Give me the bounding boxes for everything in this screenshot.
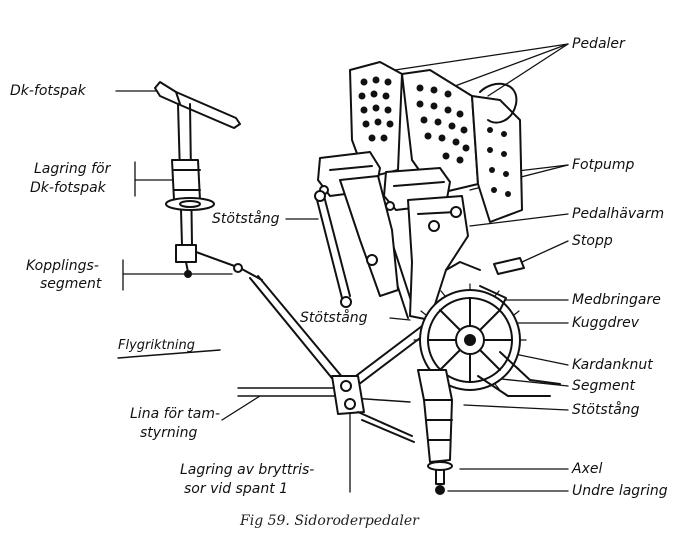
- label-pedaler: Pedaler: [572, 36, 625, 52]
- label-stotstang-upper: Stötstång: [212, 211, 280, 227]
- label-fotpump: Fotpump: [572, 157, 635, 173]
- figure-caption: Fig 59. Sidoroderpedaler: [240, 513, 419, 529]
- dk-fotspak-lever: [154, 81, 241, 278]
- label-lina-1: Lina för tam-: [130, 406, 221, 422]
- label-kuggdrev: Kuggdrev: [572, 315, 639, 331]
- label-segment: Segment: [572, 378, 635, 394]
- label-lagring-for-2: Dk-fotspak: [30, 180, 106, 196]
- label-lagring-for-1: Lagring för: [34, 161, 111, 177]
- cable-lina: [237, 387, 411, 403]
- label-flygriktning: Flygriktning: [118, 338, 195, 353]
- leader-lines: [115, 43, 569, 493]
- label-lagring-bryt-1: Lagring av bryttris-: [180, 462, 315, 478]
- label-lina-2: styrning: [140, 425, 198, 441]
- label-stopp: Stopp: [572, 233, 613, 249]
- pedals: [349, 61, 523, 223]
- main-frame: [339, 175, 481, 321]
- label-lagring-bryt-2: sor vid spant 1: [184, 481, 289, 497]
- lower-column: [417, 351, 561, 495]
- label-pedalhavarm: Pedalhävarm: [572, 206, 665, 222]
- label-kopplings-2: segment: [40, 276, 102, 292]
- label-axel: Axel: [572, 461, 603, 477]
- label-kopplings-1: Kopplings-: [26, 258, 99, 274]
- label-stotstang-right: Stötstång: [572, 402, 640, 418]
- gear-segment: [413, 283, 527, 391]
- label-undre-lagring: Undre lagring: [572, 483, 668, 499]
- flight-direction-arrow: [117, 349, 221, 359]
- label-medbringare: Medbringare: [572, 292, 661, 308]
- label-stotstang-mid: Stötstång: [300, 310, 368, 326]
- bell-crank: [331, 375, 415, 443]
- stopp-block: [493, 257, 525, 275]
- label-dk-fotspak: Dk-fotspak: [10, 83, 86, 99]
- label-kardanknut: Kardanknut: [572, 357, 653, 373]
- coupling-rods: [195, 251, 437, 395]
